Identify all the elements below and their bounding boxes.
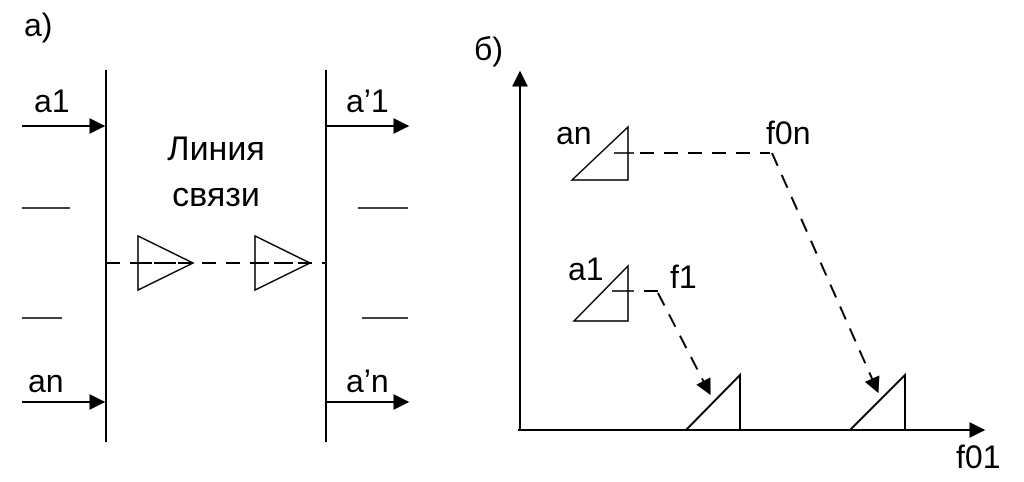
spectrum-out-1-icon xyxy=(683,372,741,431)
output-an-label: a’n xyxy=(346,363,389,399)
mid-signal-label: a1 xyxy=(568,251,604,287)
output-a1-label: a’1 xyxy=(346,83,389,119)
spectrum-a1-icon xyxy=(572,264,629,322)
an-translation-arrow xyxy=(771,152,880,394)
input-a1-label: a1 xyxy=(34,83,70,119)
panel-a-label: а) xyxy=(24,7,52,43)
line-label-2: связи xyxy=(172,176,260,214)
top-signal-label: an xyxy=(556,115,592,151)
panel-b-label: б) xyxy=(474,31,503,67)
panel-b: б) f01 an f0n a1 f1 xyxy=(474,31,1000,475)
panel-a: а) a1 an Линия связи a’1 a’n xyxy=(22,7,410,442)
line-label-1: Линия xyxy=(167,130,264,168)
mid-freq-label: f1 xyxy=(670,259,697,295)
x-axis-label: f01 xyxy=(956,439,1000,475)
spectrum-out-n-icon xyxy=(847,372,906,431)
a1-translation-arrow xyxy=(657,292,711,396)
input-an-label: an xyxy=(28,363,64,399)
top-freq-label: f0n xyxy=(766,115,810,151)
